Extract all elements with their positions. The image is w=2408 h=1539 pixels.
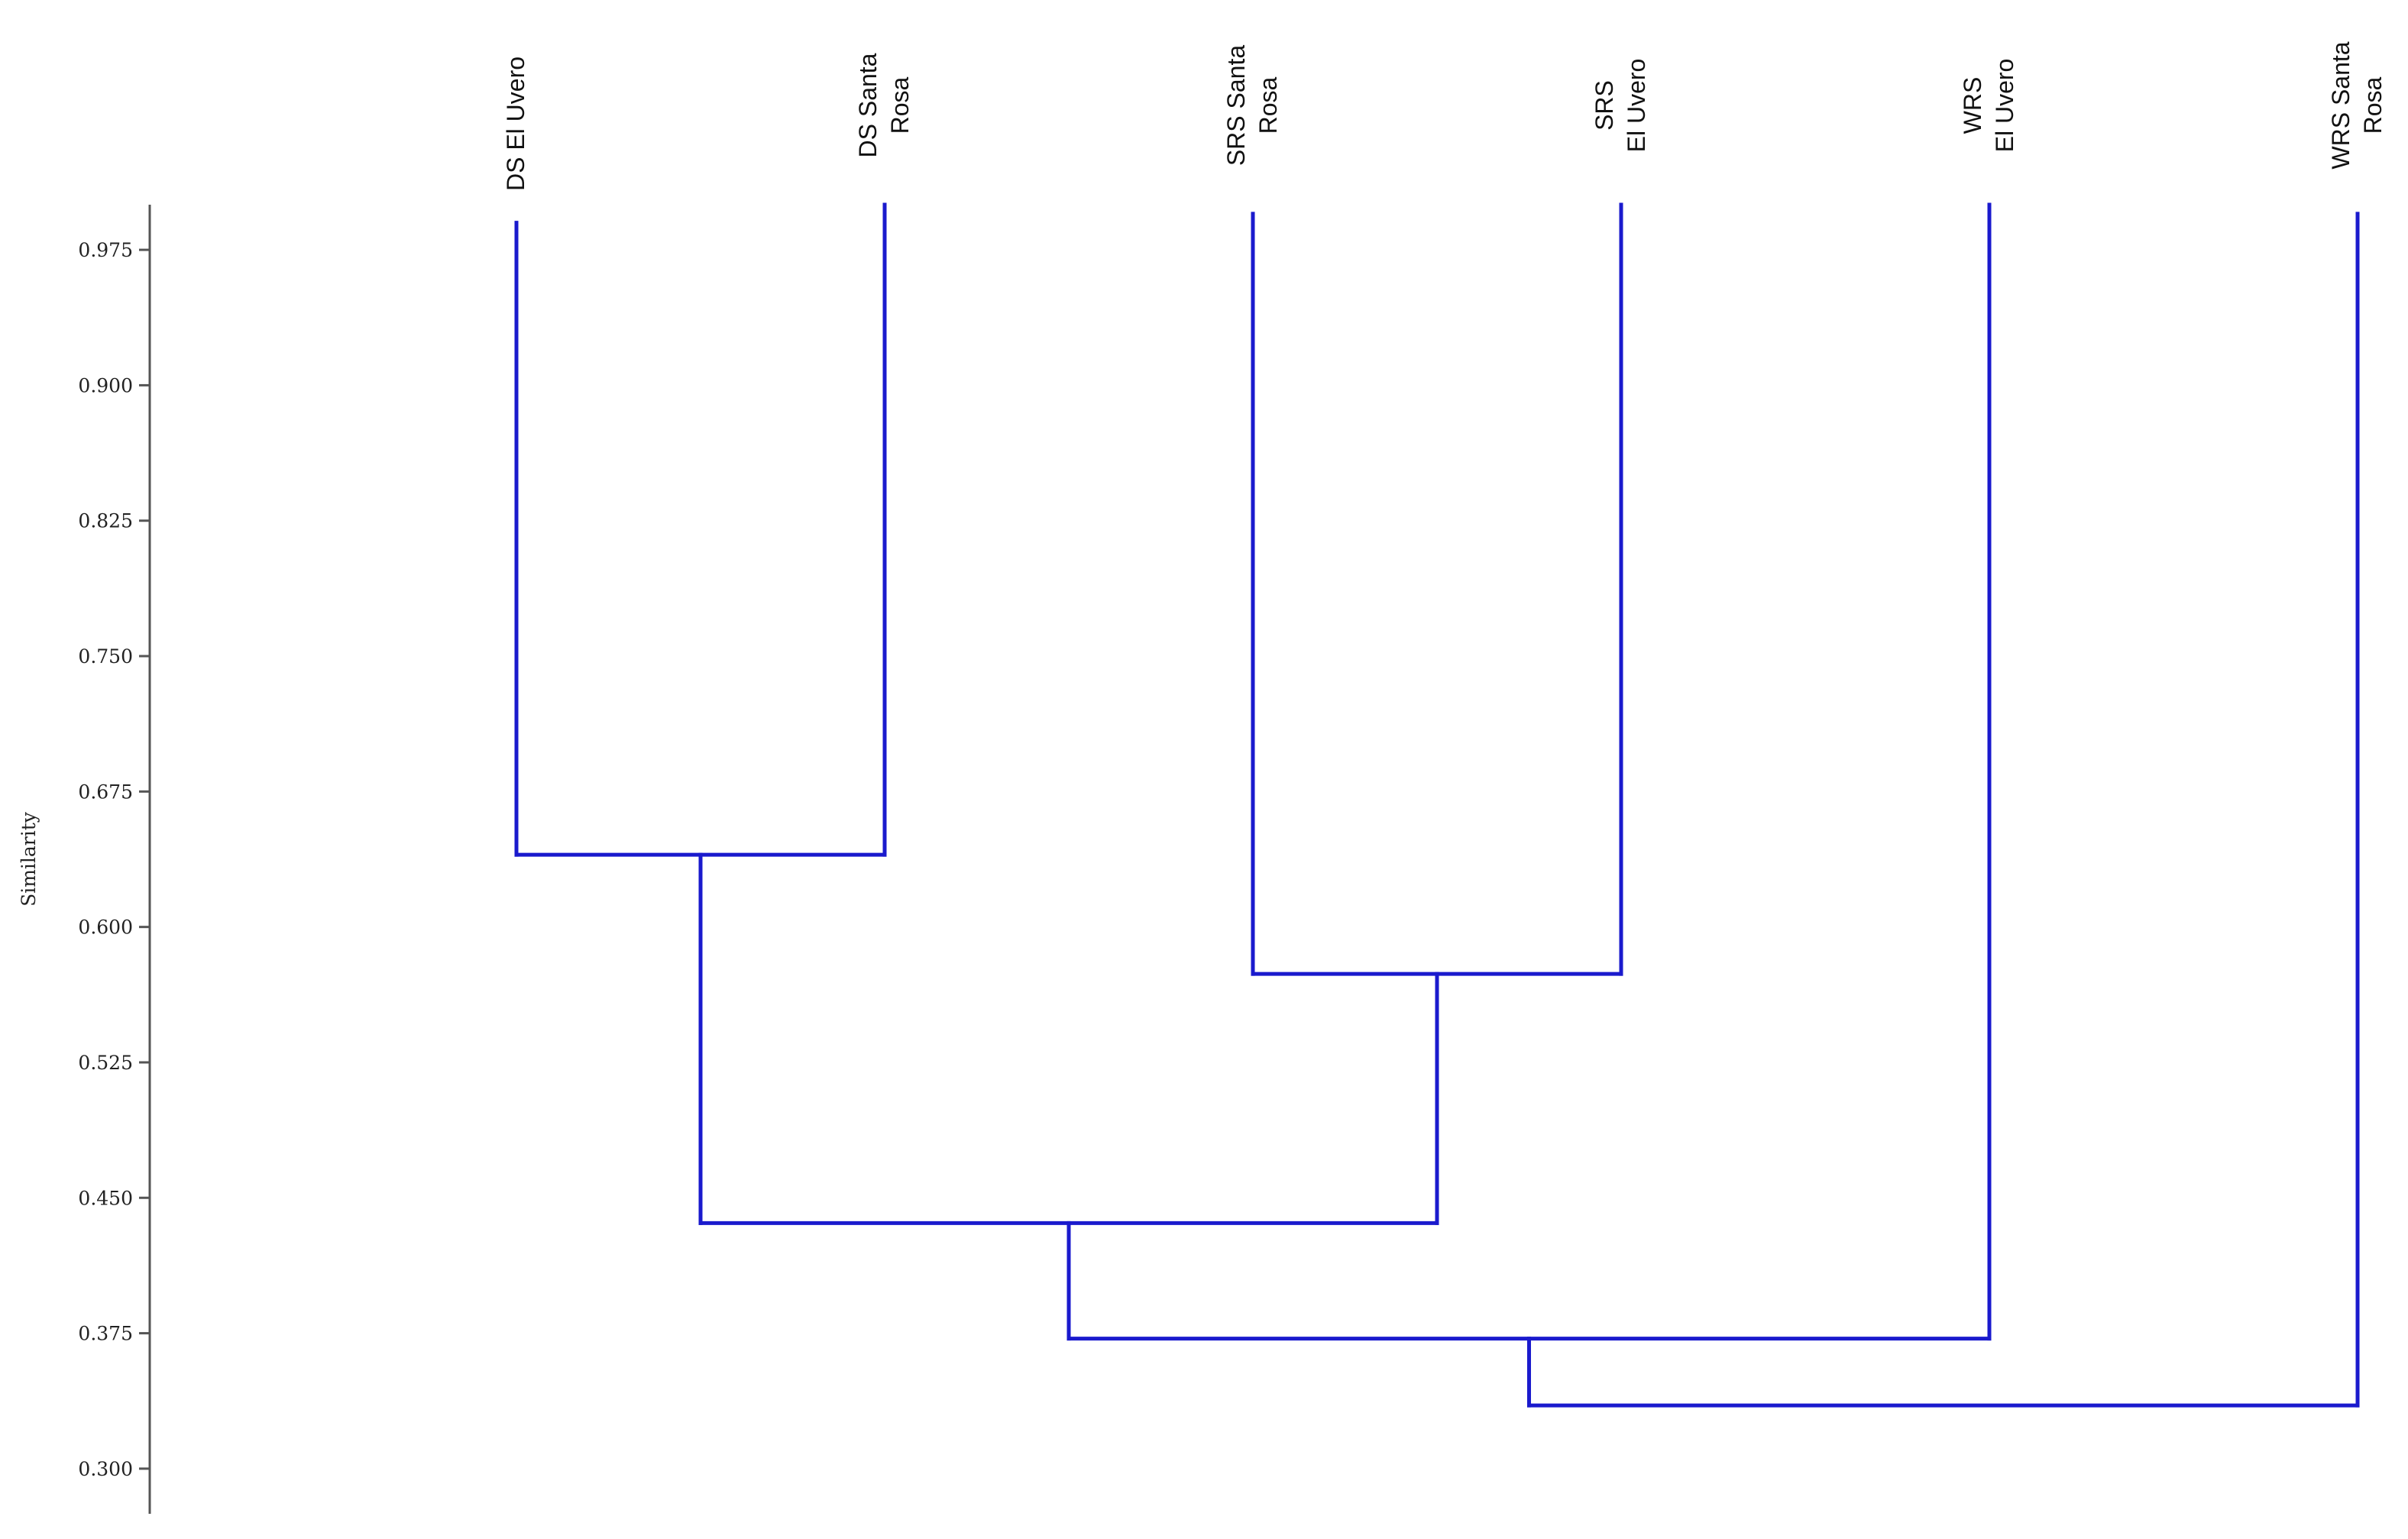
y-tick-label: 0.300 <box>78 1458 133 1480</box>
leaf-label-line: WRS Santa <box>2327 41 2355 169</box>
y-axis: 0.975 0.900 0.825 0.750 0.675 0.600 0.525 0.450… <box>78 205 151 1514</box>
y-tick-label: 0.525 <box>78 1052 133 1074</box>
y-tick-label: 0.450 <box>78 1187 133 1209</box>
leaf-label-line: DS Santa <box>854 53 882 157</box>
leaf-label-line: SRS <box>1591 80 1618 131</box>
y-tick-label: 0.750 <box>78 645 133 668</box>
dendrogram-branches <box>514 202 2360 1408</box>
y-tick-label: 0.900 <box>78 374 133 396</box>
y-tick-label: 0.975 <box>78 239 133 261</box>
leaf-label-ds-el-uvero: DS El Uvero <box>502 57 529 191</box>
leaf-label-line: Rosa <box>886 76 914 134</box>
leaf-label-line: DS El Uvero <box>502 57 529 191</box>
leaf-label-line: SRS Santa <box>1222 45 1250 167</box>
leaf-label-line: El Uvero <box>1991 59 2018 153</box>
y-tick-label: 0.375 <box>78 1323 133 1345</box>
leaf-label-line: El Uvero <box>1623 59 1650 153</box>
leaf-label-line: Rosa <box>1254 76 1282 134</box>
y-tick-label: 0.825 <box>78 510 133 532</box>
leaf-label-line: WRS <box>1959 77 1986 134</box>
leaf-label-line: Rosa <box>2359 76 2387 134</box>
y-tick-label: 0.600 <box>78 917 133 939</box>
y-axis-title: Similarity <box>18 811 40 907</box>
y-tick-label: 0.675 <box>78 781 133 803</box>
